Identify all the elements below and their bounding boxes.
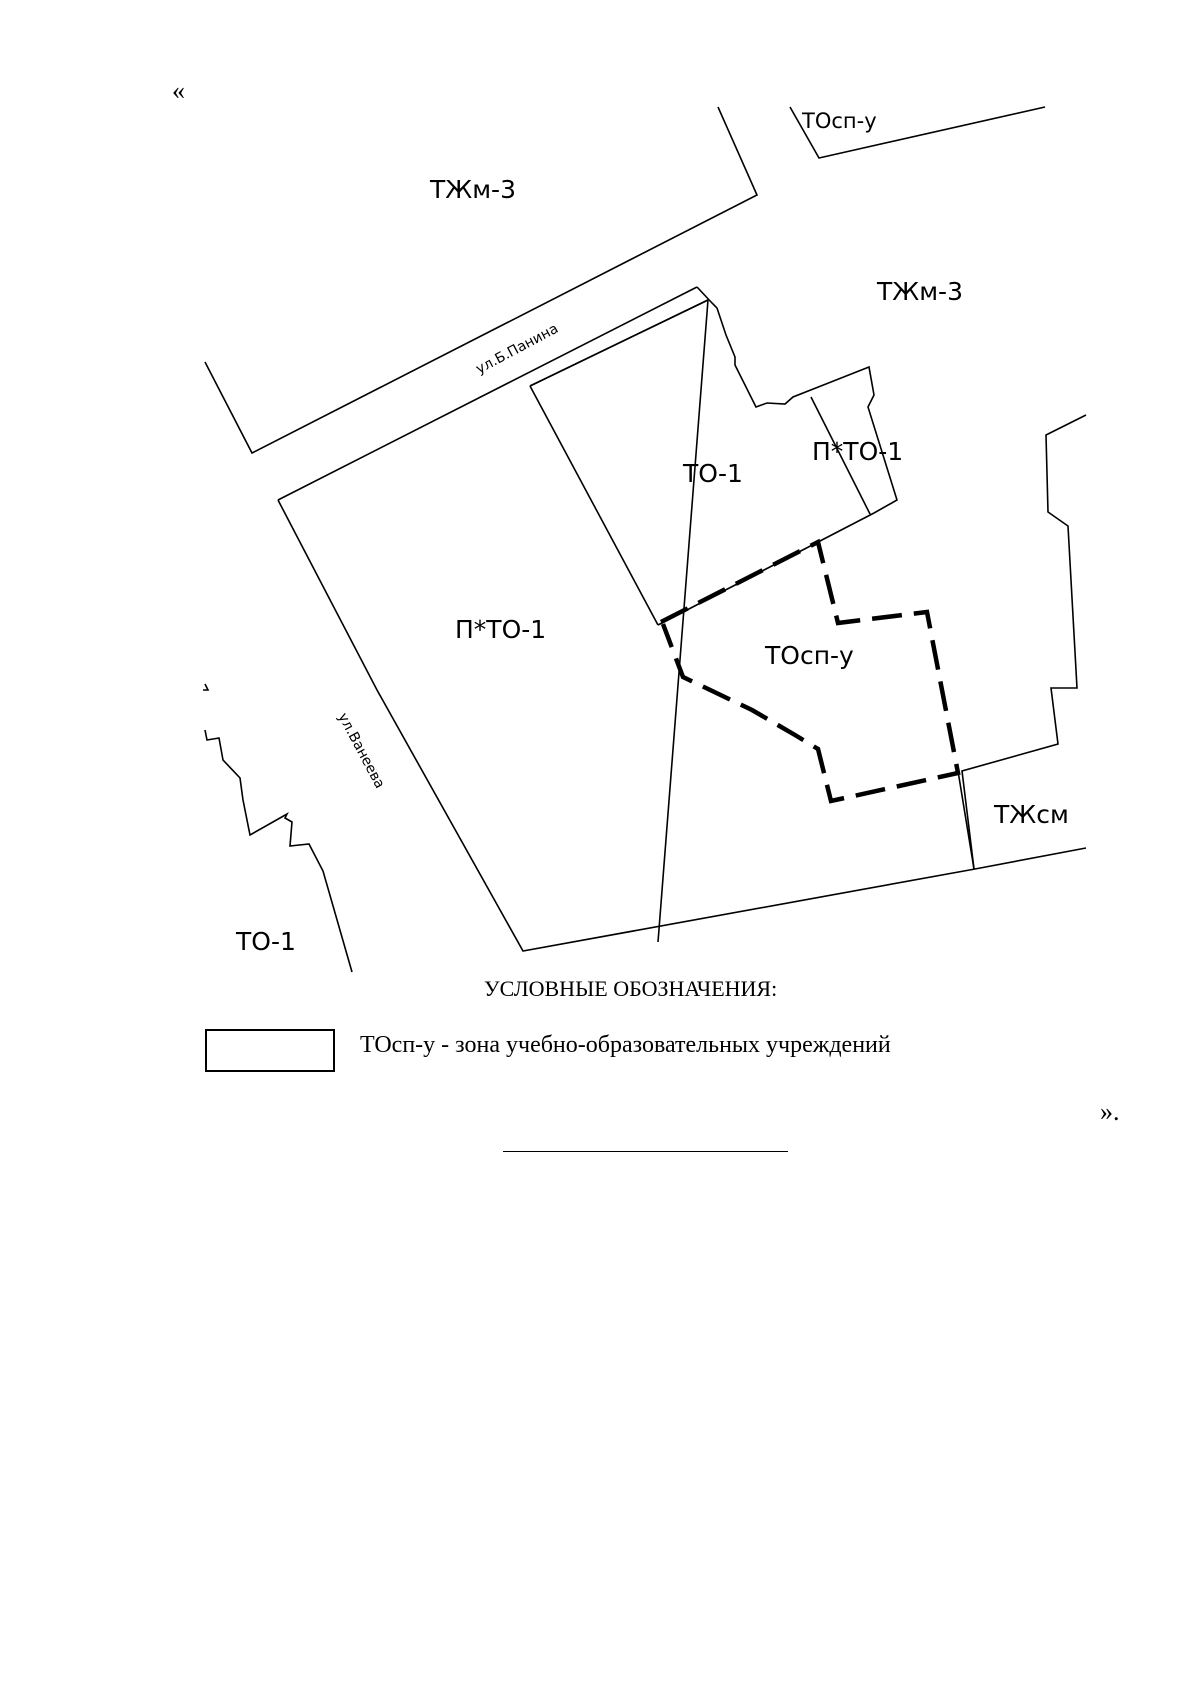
boundary-left-steps-lower (204, 729, 353, 973)
parcel-tzhsm-edge (957, 770, 975, 870)
boundary-right-steps (696, 286, 898, 514)
zone-label-tosp-u-main: ТОсп-у (764, 641, 854, 670)
closing-quote: ». (1100, 1097, 1120, 1126)
parcel-to1-center-top (529, 299, 709, 387)
boundary-left-steps (203, 683, 210, 691)
zone-label-tzhm3-right: ТЖм-3 (876, 277, 963, 306)
block-tzhm3-top (204, 106, 759, 455)
zone-label-tzhsm: ТЖсм (993, 800, 1069, 829)
street-edge-panina (277, 286, 698, 501)
zone-label-p-to1-large: П*ТО-1 (455, 615, 546, 644)
legend-title: УСЛОВНЫЕ ОБОЗНАЧЕНИЯ: (484, 976, 778, 1001)
parcel-p-to1-small (810, 396, 871, 515)
parcel-to1-center (529, 298, 709, 943)
zone-label-tzhm3-top: ТЖм-3 (429, 175, 516, 204)
opening-quote: « (172, 76, 185, 105)
parcel-to1-center-bottom (657, 512, 875, 626)
separator-line (503, 1151, 788, 1152)
zone-label-p-to1-small: П*ТО-1 (812, 437, 903, 466)
legend-item-text: ТОсп-у - зона учебно-образовательных учр… (360, 1032, 891, 1058)
parcel-p-to1-large (277, 499, 1087, 952)
parcel-to1-center-outline (529, 385, 659, 626)
street-label-vaneeva: ул.Ванеева (334, 710, 387, 791)
zoning-map: ТЖм-3 ТОсп-у ТЖм-3 ТО-1 П*ТО-1 П*ТО-1 ТО… (203, 106, 1087, 973)
legend-swatch (205, 1029, 335, 1072)
boundary-right-far (961, 414, 1087, 870)
street-label-panina: ул.Б.Панина (473, 321, 561, 378)
block-tosp-u-top (789, 106, 1046, 159)
zone-tosp-u-boundary (659, 538, 961, 804)
zone-label-to1-center: ТО-1 (682, 459, 743, 488)
zone-label-to1-bottom: ТО-1 (235, 927, 296, 956)
zone-label-tosp-u-top: ТОсп-у (801, 109, 877, 133)
